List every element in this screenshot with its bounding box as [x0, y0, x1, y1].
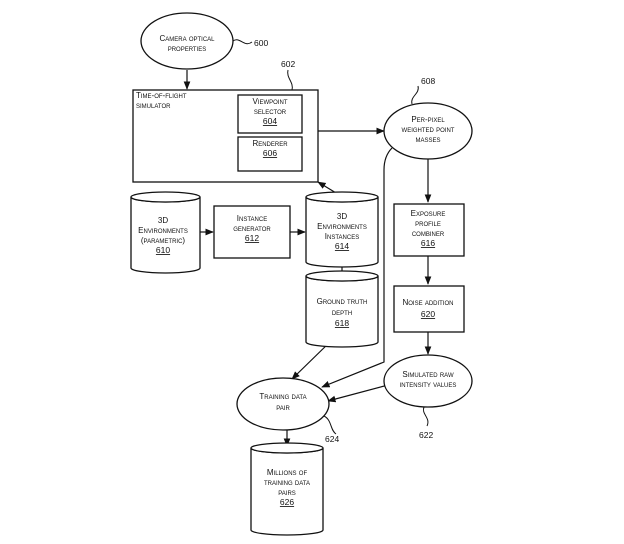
- lead-602: [287, 69, 293, 91]
- millions-reference-number: 626: [280, 497, 294, 507]
- viewpoint-reference-number: 604: [263, 116, 277, 126]
- envinst-label-line: Environments: [317, 222, 367, 231]
- viewpoint-label-line: Viewpoint: [252, 97, 287, 106]
- lead-622: [422, 406, 429, 427]
- lead-600: [232, 39, 253, 45]
- envinst-label-line: Instances: [325, 232, 359, 241]
- camera-label-line: properties: [168, 44, 207, 53]
- exposure-label-line: combiner: [412, 229, 445, 238]
- ref-600: 600: [254, 38, 268, 48]
- envinst-reference-number: 614: [335, 241, 349, 251]
- node-noise-addition: Noise addition 620: [393, 285, 465, 333]
- millions-label-line: pairs: [278, 488, 296, 497]
- node-training-data-pair: Training data pair: [236, 377, 330, 431]
- millions-cylinder-top: [250, 442, 324, 454]
- viewpoint-label-line: selector: [254, 107, 287, 116]
- env3d-label-line: 3D: [158, 216, 168, 225]
- envinst-label-line: 3D: [337, 212, 347, 221]
- simraw-label-line: intensity values: [400, 380, 457, 389]
- lead-608: [411, 85, 419, 105]
- ppw-label-line: masses: [415, 135, 440, 144]
- env3d-cylinder-top: [130, 191, 201, 203]
- renderer-reference-number: 606: [263, 148, 277, 158]
- reference-labels: 600 602 608 622 624: [232, 38, 435, 444]
- instgen-label-line: Instance: [237, 214, 267, 223]
- ref-622: 622: [419, 430, 433, 440]
- ref-602: 602: [281, 59, 295, 69]
- tof-label-line: Time-of-flight: [136, 91, 187, 100]
- ppw-label-line: Per-pixel: [411, 115, 445, 124]
- env3d-reference-number: 610: [156, 245, 170, 255]
- gtdepth-cylinder-top: [305, 270, 379, 282]
- exposure-reference-number: 616: [421, 238, 435, 248]
- gtdepth-reference-number: 618: [335, 318, 349, 328]
- instgen-reference-number: 612: [245, 233, 259, 243]
- millions-label-line: training data: [264, 478, 310, 487]
- envinst-cylinder-top: [305, 191, 379, 203]
- edge-ppw-to-pair: [321, 147, 393, 388]
- lead-624: [323, 415, 337, 435]
- pair-label-line: pair: [276, 403, 290, 412]
- renderer-label-line: Renderer: [252, 139, 288, 148]
- gtdepth-label-line: depth: [332, 308, 352, 317]
- env3d-cylinder-body: [130, 196, 201, 274]
- tof-label-line: simulator: [136, 101, 171, 110]
- env3d-label-line: (parametric): [141, 236, 186, 245]
- camera-label-line: Camera optical: [159, 34, 215, 43]
- exposure-label-line: Exposure: [411, 209, 446, 218]
- gtdepth-label-line: Ground truth: [317, 297, 368, 306]
- millions-label-line: Millions of: [267, 468, 308, 477]
- simraw-label-line: Simulated raw: [402, 370, 454, 379]
- env3d-label-line: Environments: [138, 226, 188, 235]
- edge-simraw-to-pair: [327, 384, 389, 403]
- exposure-label-line: profile: [415, 219, 441, 228]
- instgen-label-line: generator: [233, 224, 271, 233]
- pair-label-line: Training data: [259, 392, 306, 401]
- ref-608: 608: [421, 76, 435, 86]
- noise-label-line: Noise addition: [402, 298, 453, 307]
- ref-624: 624: [325, 434, 339, 444]
- ppw-label-line: weighted point: [402, 125, 455, 134]
- noise-reference-number: 620: [421, 309, 435, 319]
